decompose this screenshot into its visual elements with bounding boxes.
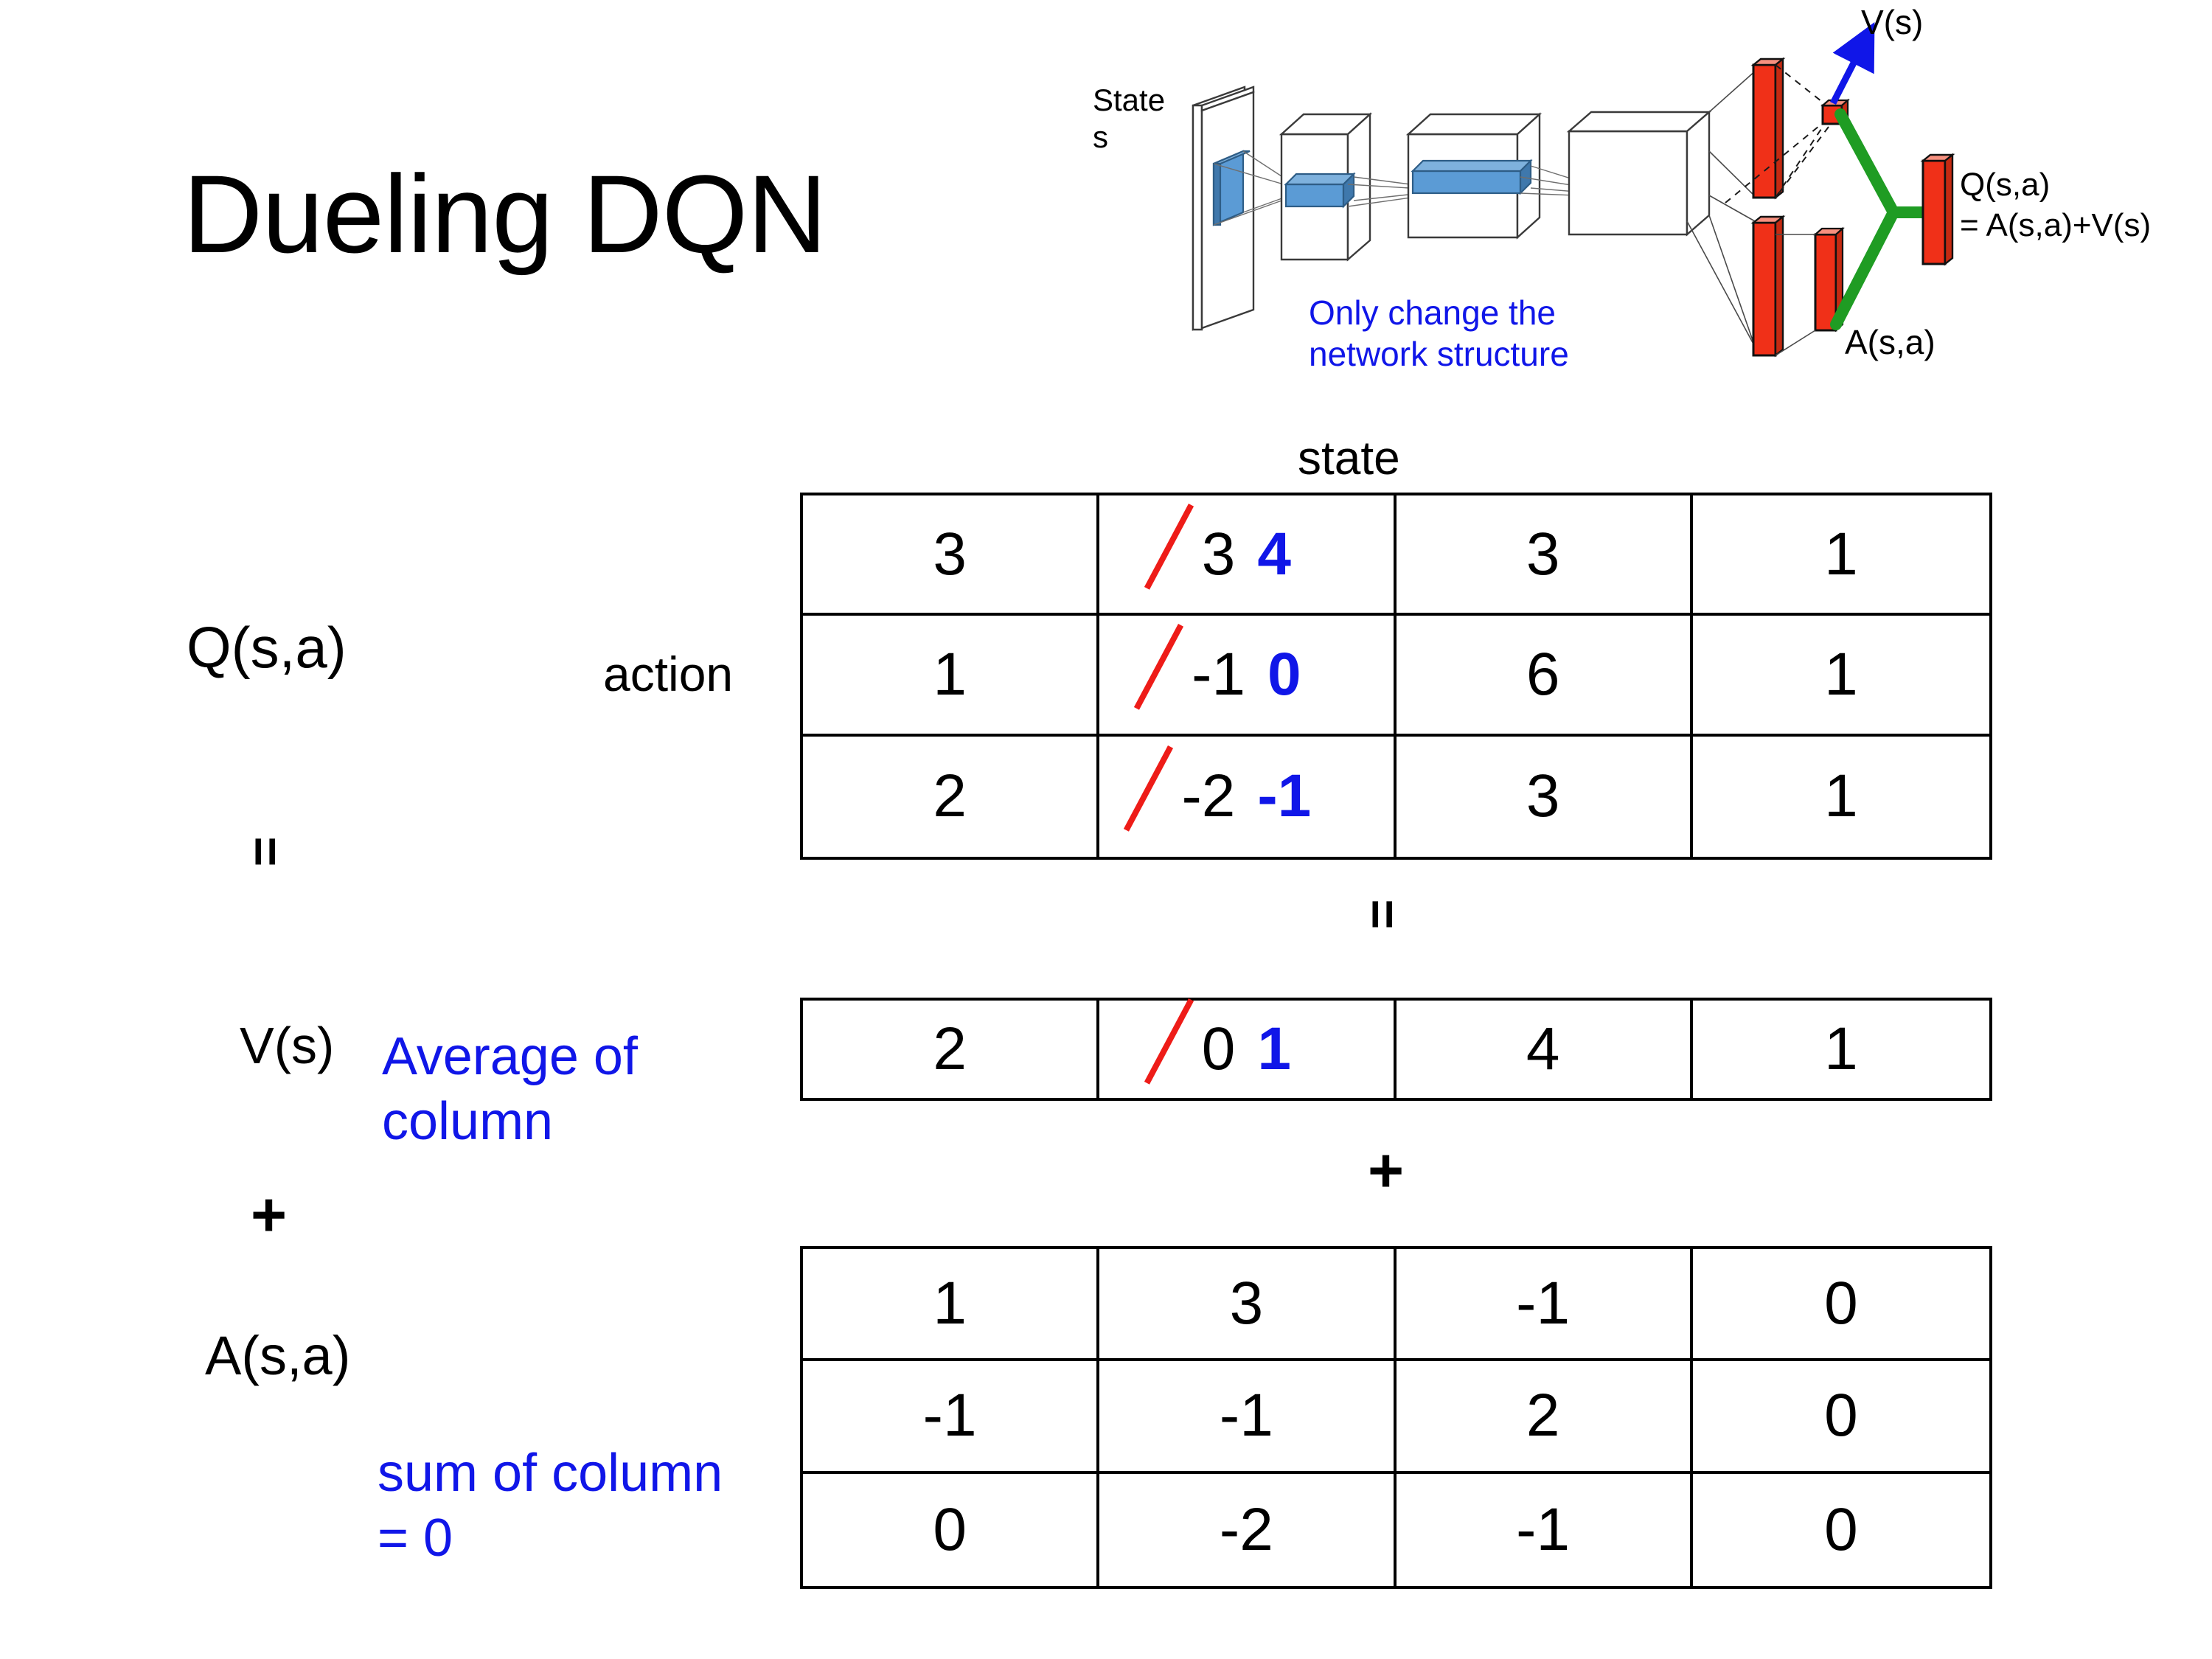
table-cell: 0 xyxy=(1692,1249,1989,1362)
cell-value: 2 xyxy=(933,1015,967,1082)
cell-value: 4 xyxy=(1526,1015,1560,1082)
table-cell: 0 xyxy=(1692,1361,1989,1474)
q-value-table: 3 3 4 3 1 1 -1 0 6 1 2 -2 -1 3 1 xyxy=(800,493,1992,860)
red-strike-icon xyxy=(1144,503,1194,590)
table-cell: -1 xyxy=(1396,1249,1693,1362)
page-title: Dueling DQN xyxy=(183,152,827,276)
table-cell: 3 xyxy=(1396,495,1693,616)
cell-value: 0 xyxy=(1824,1495,1858,1563)
new-value: 1 xyxy=(1257,1015,1291,1082)
table-cell: 3 xyxy=(803,495,1100,616)
table-cell: 1 xyxy=(803,1249,1100,1362)
cell-value: -1 xyxy=(1516,1495,1571,1563)
diagram-note-line2: network structure xyxy=(1309,335,1569,373)
cell-value: -1 xyxy=(1516,1270,1571,1338)
cell-value: -1 xyxy=(1219,1382,1273,1450)
table-cell: 1 xyxy=(1693,737,1989,857)
sum-of-column-note: sum of column = 0 xyxy=(378,1444,723,1568)
diagram-q-label-line1: Q(s,a) xyxy=(1960,167,2050,203)
table-cell: 3 xyxy=(1099,1249,1397,1362)
v-value-table: 2 0 1 4 1 xyxy=(800,998,1992,1101)
struck-old-value: -1 xyxy=(1134,623,1246,710)
cell-value: -2 xyxy=(1219,1495,1273,1563)
table-cell: 1 xyxy=(1692,616,1989,737)
table-cell: 3 xyxy=(1397,736,1693,857)
q-row-label: Q(s,a) xyxy=(187,615,347,680)
table-cell: 0 xyxy=(1693,1474,1989,1586)
table-cell: 1 xyxy=(1693,1001,1989,1098)
cell-value: 1 xyxy=(933,1270,967,1338)
diagram-state-label-line2: s xyxy=(1093,119,1108,154)
red-strike-icon xyxy=(1124,745,1174,832)
table-cell: -1 xyxy=(803,1361,1100,1474)
cell-value: 0 xyxy=(1824,1270,1858,1338)
action-axis-label: action xyxy=(603,647,734,701)
table-cell-edited: -1 0 xyxy=(1099,616,1397,737)
struck-old-value: 0 xyxy=(1144,998,1236,1085)
plus-sign-mid: + xyxy=(1368,1135,1405,1205)
red-strike-icon xyxy=(1134,623,1184,710)
struck-old-value: 3 xyxy=(1144,503,1236,590)
table-cell: -2 xyxy=(1099,1473,1397,1586)
diagram-q-label-line2: = A(s,a)+V(s) xyxy=(1960,207,2151,243)
average-of-column-note: Average of column xyxy=(382,1027,638,1151)
struck-old-value: -2 xyxy=(1124,745,1236,832)
dueling-network-diagram: State s V(s) A(s,a) Q(s,a) = A(s,a)+V(s)… xyxy=(1091,0,2212,413)
table-cell: -1 xyxy=(1397,1473,1693,1586)
cell-value: 1 xyxy=(1824,762,1858,830)
diagram-state-label-line1: State xyxy=(1093,83,1165,117)
equals-sign-mid: = xyxy=(1354,899,1412,930)
table-cell-edited: 0 1 xyxy=(1099,998,1397,1098)
table-cell: 1 xyxy=(803,616,1100,737)
cell-value: 3 xyxy=(1526,762,1560,830)
cell-value: 0 xyxy=(933,1495,967,1563)
table-cell: 2 xyxy=(803,736,1100,857)
new-value: 4 xyxy=(1257,520,1291,588)
table-cell: 2 xyxy=(1396,1361,1693,1474)
cell-value: -1 xyxy=(922,1382,977,1450)
new-value: 0 xyxy=(1267,640,1301,708)
v-row-label: V(s) xyxy=(240,1017,335,1074)
red-strike-icon xyxy=(1144,998,1194,1085)
equals-sign-left: = xyxy=(237,836,295,867)
cell-value: 6 xyxy=(1526,640,1560,708)
table-cell: 4 xyxy=(1397,1001,1693,1098)
diagram-note-line1: Only change the xyxy=(1309,293,1556,332)
cell-value: 0 xyxy=(1824,1382,1858,1450)
old-value-text: -1 xyxy=(1192,640,1246,708)
cell-value: 3 xyxy=(933,520,967,588)
old-value-text: 0 xyxy=(1201,1015,1236,1082)
cell-value: 1 xyxy=(933,640,967,708)
a-value-table: 1 3 -1 0 -1 -1 2 0 0 -2 -1 0 xyxy=(800,1246,1992,1589)
cell-value: 1 xyxy=(1824,520,1858,588)
table-cell: 2 xyxy=(803,1001,1100,1098)
a-row-label: A(s,a) xyxy=(205,1325,351,1386)
table-cell: -1 xyxy=(1099,1361,1397,1474)
cell-value: 3 xyxy=(1526,520,1560,588)
old-value-text: -2 xyxy=(1181,762,1236,830)
table-cell: 0 xyxy=(803,1473,1100,1586)
state-axis-label: state xyxy=(1298,431,1400,484)
table-cell-edited: -2 -1 xyxy=(1099,736,1397,857)
cell-value: 2 xyxy=(933,762,967,830)
old-value-text: 3 xyxy=(1201,520,1236,588)
diagram-value-label: V(s) xyxy=(1861,3,1923,41)
diagram-advantage-label: A(s,a) xyxy=(1845,323,1935,361)
table-cell: 6 xyxy=(1396,616,1693,737)
new-value: -1 xyxy=(1257,762,1312,830)
cell-value: 1 xyxy=(1824,1015,1858,1082)
plus-sign-left: + xyxy=(251,1180,288,1249)
cell-value: 2 xyxy=(1526,1382,1560,1450)
table-cell: 1 xyxy=(1692,495,1989,616)
cell-value: 1 xyxy=(1824,640,1858,708)
table-cell-edited: 3 4 xyxy=(1099,495,1397,616)
cell-value: 3 xyxy=(1229,1270,1264,1338)
